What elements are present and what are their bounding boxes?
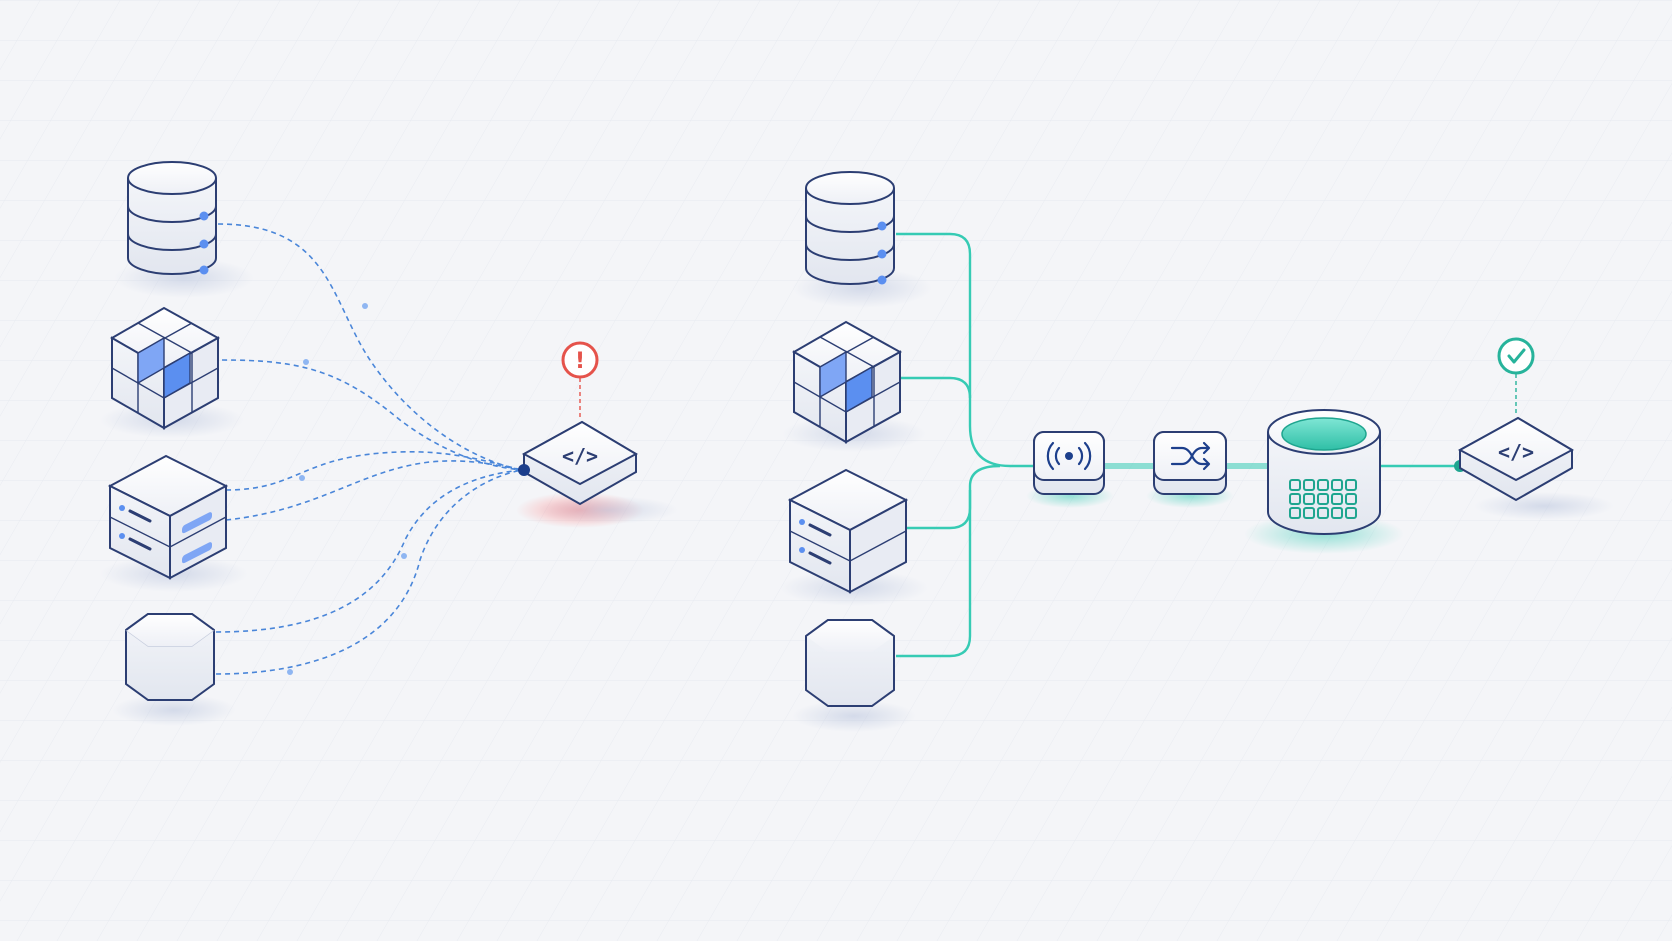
server-led xyxy=(119,505,125,511)
database-top xyxy=(127,161,217,195)
pipeline-shuffle-node[interactable] xyxy=(1146,431,1234,508)
cube-highlight-block xyxy=(163,351,191,400)
check-icon xyxy=(1497,337,1535,375)
database-led xyxy=(199,239,209,249)
right-target-code-node[interactable]: </> xyxy=(1457,416,1614,520)
spark xyxy=(303,359,309,365)
connection-database-to-merge xyxy=(896,232,1034,468)
server-led xyxy=(119,533,125,539)
right-source-database[interactable] xyxy=(792,171,932,308)
code-icon: </> xyxy=(1498,440,1534,464)
node-shadow xyxy=(792,700,916,732)
spark xyxy=(362,303,368,309)
hexagon-top xyxy=(126,614,214,646)
database-top xyxy=(805,171,895,205)
alert-circle xyxy=(561,341,599,379)
database-led xyxy=(877,275,887,285)
spark xyxy=(287,669,293,675)
node-shadow xyxy=(112,694,236,726)
database-ring xyxy=(127,233,217,251)
connection-server2-to-target xyxy=(225,460,523,521)
database-ring xyxy=(805,215,895,233)
alert-glyph: ! xyxy=(575,349,585,374)
node-shadow xyxy=(538,496,678,524)
database-body xyxy=(805,188,895,285)
server-slot xyxy=(128,509,152,551)
pipeline-processor-node[interactable] xyxy=(1244,409,1404,554)
connection-blocks-to-merge xyxy=(900,376,972,399)
processor-top-glow xyxy=(1281,417,1367,451)
server-divider xyxy=(789,530,907,562)
left-panel: </> ! xyxy=(100,161,678,726)
check-circle xyxy=(1497,337,1535,375)
server-bay xyxy=(182,512,212,534)
spark xyxy=(401,553,407,559)
cube-highlight-block xyxy=(845,365,873,414)
connection-hexagon2-to-target xyxy=(215,469,523,675)
spark xyxy=(299,475,305,481)
database-led xyxy=(199,211,209,221)
database-led xyxy=(877,221,887,231)
node-shadow xyxy=(1474,492,1614,520)
server-bay xyxy=(182,542,212,564)
right-source-server[interactable] xyxy=(780,468,928,606)
left-source-hexagon[interactable] xyxy=(112,613,236,726)
broadcast-icon xyxy=(1046,441,1092,471)
left-dashed-connections xyxy=(215,223,523,675)
left-source-server[interactable] xyxy=(100,454,248,592)
database-ring xyxy=(805,243,895,261)
check-mark xyxy=(1507,348,1526,364)
connection-blocks-to-target xyxy=(221,359,523,471)
connection-database-to-target xyxy=(217,223,523,471)
shuffle-icon xyxy=(1170,441,1211,471)
right-panel: </> xyxy=(780,171,1614,732)
hexagon-outline xyxy=(805,619,895,637)
connection-hexagon-to-target xyxy=(215,469,523,633)
left-source-database[interactable] xyxy=(114,161,254,298)
server-led xyxy=(799,519,805,525)
connection-server-to-target xyxy=(225,450,523,491)
database-body xyxy=(127,178,217,275)
processor-cylinder-icon xyxy=(1289,479,1357,519)
right-source-hexagon[interactable] xyxy=(792,619,916,732)
hexagon-top xyxy=(806,620,894,652)
right-solid-connections xyxy=(896,232,1460,658)
code-node-top xyxy=(1457,416,1575,482)
left-target-code-node[interactable]: </> xyxy=(516,420,678,528)
database-ring xyxy=(127,205,217,223)
code-icon: </> xyxy=(562,444,598,468)
alert-icon: ! xyxy=(561,341,599,379)
connection-hexagon-to-merge xyxy=(896,490,972,658)
left-connection-sparks xyxy=(287,303,407,675)
pipeline-broadcast-node[interactable] xyxy=(1026,431,1114,508)
database-led xyxy=(877,249,887,259)
left-target-input-port xyxy=(518,464,530,476)
left-source-blocks[interactable] xyxy=(100,306,244,438)
shuffle-top xyxy=(1153,431,1227,481)
server-led xyxy=(799,547,805,553)
code-node-top xyxy=(521,420,639,486)
server-divider xyxy=(109,516,227,548)
server-slot xyxy=(808,523,832,565)
hexagon-outline xyxy=(125,613,215,631)
database-led xyxy=(199,265,209,275)
right-source-blocks[interactable] xyxy=(782,320,926,452)
